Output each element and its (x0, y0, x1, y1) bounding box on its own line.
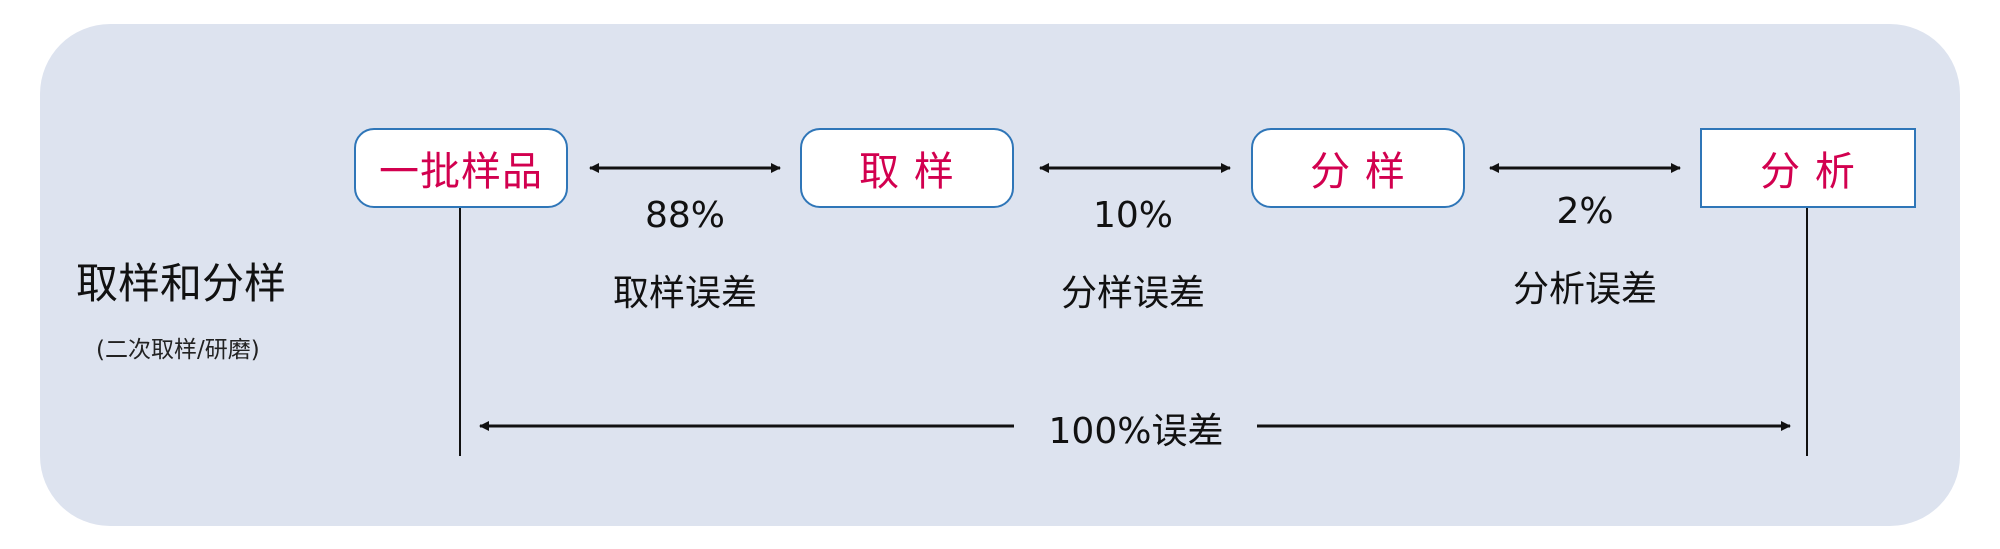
step-box-sampling: 取 样 (800, 128, 1014, 208)
step-box-splitting: 分 样 (1251, 128, 1465, 208)
step-box-analysis: 分 析 (1700, 128, 1916, 208)
total-error-label: 100%误差 (1048, 411, 1224, 452)
splitting-percent: 10% (1092, 195, 1173, 236)
step-box-batch: 一批样品 (354, 128, 568, 208)
side-title: 取样和分样 (76, 259, 287, 308)
side-subtitle: (二次取样/研磨) (96, 337, 260, 363)
sampling-error-label: 取样误差 (612, 273, 757, 314)
sampling-percent: 88% (644, 195, 725, 236)
analysis-percent: 2% (1556, 191, 1614, 232)
diagram-panel (40, 24, 1960, 526)
splitting-error-label: 分样误差 (1060, 273, 1205, 314)
analysis-error-label: 分析误差 (1512, 269, 1657, 310)
